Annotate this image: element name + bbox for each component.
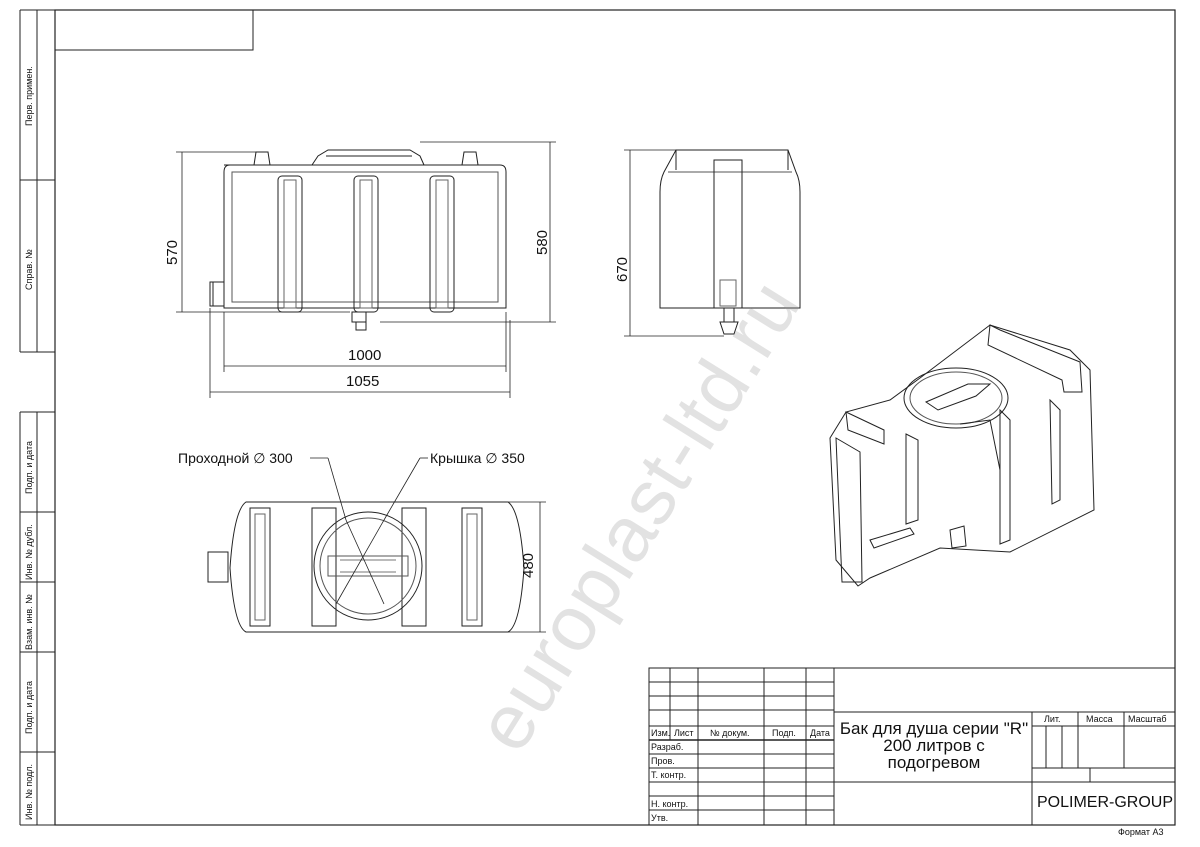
tb-role-prov: Пров. xyxy=(651,756,675,766)
tb-role-utv: Утв. xyxy=(651,813,669,823)
left-side-strip xyxy=(19,9,55,826)
dim-side-height: 670 xyxy=(614,256,631,282)
drawing-frame xyxy=(54,9,1176,826)
format-label: Формат А3 xyxy=(1118,827,1164,837)
side-dimension-lines xyxy=(624,149,724,337)
side-label-inv-dubl: Инв. № дубл. xyxy=(24,524,34,580)
side-label-vzam-inv: Взам. инв. № xyxy=(24,594,34,650)
front-view-tank xyxy=(209,149,507,331)
dim-front-height-right: 580 xyxy=(534,229,551,255)
tb-header-data: Дата xyxy=(810,728,830,738)
top-left-stamp xyxy=(54,9,254,51)
tb-masshtab: Масштаб xyxy=(1128,714,1167,724)
tb-header-izm: Изм. xyxy=(651,728,671,738)
side-label-inv-podl: Инв. № подл. xyxy=(24,763,34,820)
side-label-podp-data-1: Подп. и дата xyxy=(24,440,34,494)
callout-lid: Крышка ∅ 350 xyxy=(430,450,525,466)
title-block xyxy=(648,667,1176,826)
side-view-tank xyxy=(659,149,801,335)
dim-front-width-outer: 1055 xyxy=(346,373,380,390)
dim-front-height-left: 570 xyxy=(164,239,181,265)
isometric-view-tank xyxy=(829,324,1095,587)
drawing-title: Бак для душа серии "R" 200 литров с подо… xyxy=(839,719,1029,772)
dim-top-depth: 480 xyxy=(520,552,537,578)
company-name: POLIMER-GROUP xyxy=(1036,794,1173,811)
dim-front-width-inner: 1000 xyxy=(348,347,382,364)
tb-header-list: Лист xyxy=(674,728,694,738)
tb-lit: Лит. xyxy=(1044,714,1061,724)
tb-role-razrab: Разраб. xyxy=(651,742,684,752)
top-dimension-lines xyxy=(508,501,546,633)
tb-massa: Масса xyxy=(1086,714,1113,724)
tb-header-doc-no: № докум. xyxy=(710,728,750,738)
top-view-tank xyxy=(207,457,525,633)
front-dimension-lines xyxy=(176,141,556,398)
tb-role-t-kontr: Т. контр. xyxy=(651,770,687,780)
tb-header-podp: Подп. xyxy=(772,728,796,738)
tb-role-n-kontr: Н. контр. xyxy=(651,799,689,809)
side-label-sprav-no: Справ. № xyxy=(24,249,34,290)
side-label-podp-data-2: Подп. и дата xyxy=(24,680,34,734)
callout-passage: Проходной ∅ 300 xyxy=(178,450,293,466)
side-label-perv-primen: Перв. примен. xyxy=(24,66,34,126)
